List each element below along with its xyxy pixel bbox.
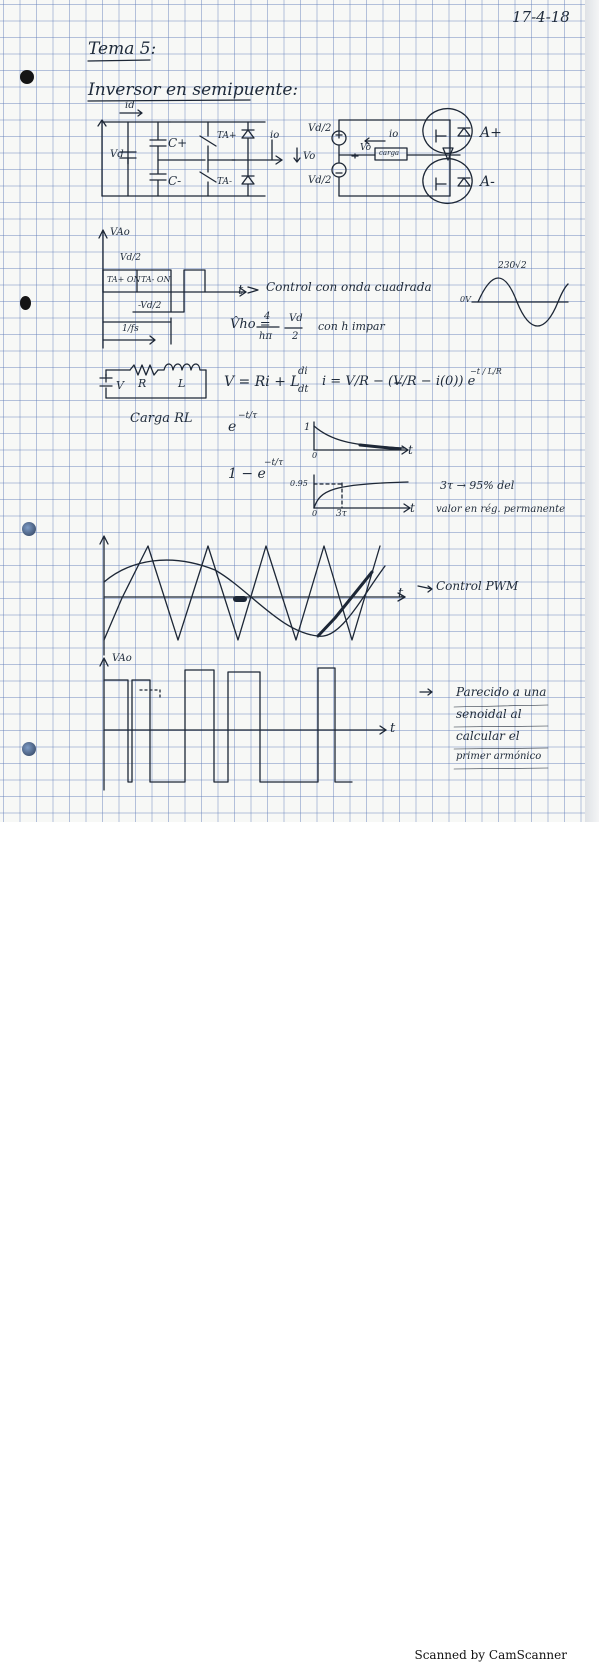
binder-hole [22,742,36,756]
impar-note: con h impar [318,320,385,333]
pwm-vao-label: VAo [112,653,132,664]
rise-t-label: t [410,501,415,515]
rise-function: 1 − e [228,466,266,482]
vd2-bot-label: Vd/2 [308,175,332,186]
decay-zero-label: 0 [312,451,318,460]
pwm-out-t-axis: t [390,721,396,736]
rise-exponent: −t/τ [264,458,284,468]
pwm-out-note-line3: calcular el [456,729,520,743]
neg-vd2-label: -Vd/2 [138,301,162,311]
decay-t-label: t [408,443,413,457]
sine-reference [103,559,386,637]
pwm-t-axis: t [398,586,404,601]
section-heading: Inversor en semipuente: [88,80,299,100]
rl-caption: Carga RL [130,411,193,426]
rl-r-label: R [138,377,147,390]
scanner-footer: Scanned by CamScanner [0,822,599,1662]
vd2-top-label: Vd/2 [308,123,332,134]
frac4-num: 4 [264,311,271,322]
didt-den: dt [298,384,309,395]
ta-minus-on-label: TA- ON [141,275,171,284]
vd2-level-label: Vd/2 [120,253,142,263]
page-title: Tema 5: [88,39,157,59]
equivalent-circuit [331,108,473,204]
sine-sketch [471,277,569,327]
rl-equation-left: V = Ri + L [224,374,300,390]
notebook-page: 17-4-18 Tema 5: Inversor en semipuente: … [0,0,599,822]
square-wave-plot [98,229,247,349]
pwm-out-note-line2: senoidal al [456,707,522,721]
c-plus-label: C+ [168,136,188,150]
ta-plus-on-label: TA+ ON [107,275,141,284]
decay-exponent: −t/τ [238,411,258,421]
rl-equation-right: i = V/R − (V/R − i(0)) e [322,374,476,389]
vao-label: VAo [110,227,130,238]
tau-note-line2: valor en rég. permanente [436,504,566,515]
page-edge [585,0,599,822]
sine-amplitude-label: 230√2 [498,261,527,271]
fracvd-den: 2 [292,331,299,342]
scanner-watermark: Scanned by CamScanner [414,1648,567,1662]
pwm-out-note-line1: Parecido a una [456,685,547,699]
pwm-out-note-line4: primer armónico [456,751,542,762]
tau-note-line1: 3τ → 95% del [440,479,515,492]
sine-zero-label: 0V [460,295,471,304]
binder-hole [20,70,34,84]
rise-095-label: 0.95 [290,479,308,488]
rise-plot [313,474,411,513]
rl-exponent: −t / L/R [470,367,502,376]
load-label: carga [379,149,400,157]
pwm-output-plot [99,657,387,791]
rise-zero-label: 0 [312,509,318,518]
triangular-carrier [103,545,381,641]
t-minus-label: TA- [217,177,233,187]
fracvd-num: Vd [289,313,303,324]
rl-circuit [99,363,207,399]
title-underline [87,59,151,62]
rl-l-label: L [178,377,186,390]
io-label: io [270,130,280,141]
rise-3tau-label: 3τ [336,509,347,519]
decay-one-label: 1 [304,422,311,433]
pwm-note: Control PWM [436,579,519,593]
didt-num: di [298,366,308,377]
t-plus-label: TA+ [217,131,237,141]
a-plus-label: A+ [480,125,502,141]
date-label: 17-4-18 [512,8,570,26]
period-label: 1/fs [122,324,139,334]
a-minus-label: A- [480,174,495,190]
binder-hole [20,296,31,310]
square-wave-note: Control con onda cuadrada [266,280,432,294]
vo-label: Vo [303,151,316,162]
half-bridge-circuit [97,109,301,197]
decay-function: e [228,419,237,435]
t-axis-label: t [238,283,244,298]
c-minus-label: C- [168,174,182,188]
pwm-comparison-plot [99,535,406,656]
subtitle-underline [87,99,251,102]
frac4-den: hπ [259,331,273,342]
rl-v-label: V [116,379,124,392]
decay-plot [313,421,409,455]
id-label: id [125,100,135,111]
vo-right-label: Vo [360,143,372,153]
binder-hole [22,522,36,536]
io-right-label: io [389,129,399,140]
handwritten-drawings [87,59,569,791]
vd-label: Vd [110,149,124,160]
